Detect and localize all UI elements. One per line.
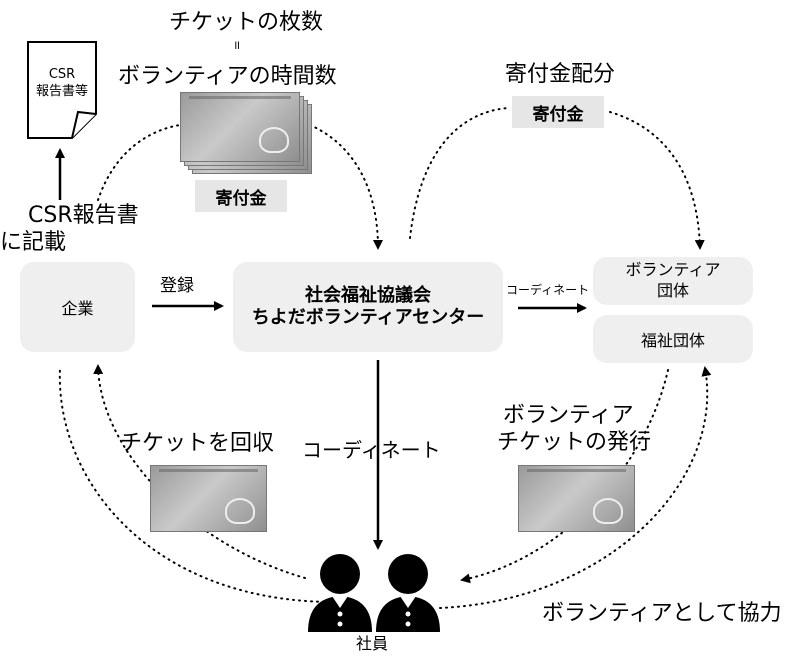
csr-caption-line1: CSR報告書 bbox=[28, 203, 139, 228]
volunteer-center-box: 社会福祉協議会 ちよだボランティアセンター bbox=[233, 262, 503, 352]
cooperate-label: ボランティアとして協力 bbox=[542, 601, 782, 626]
collected-ticket-image bbox=[150, 465, 267, 532]
coordinate-small-label: コーディネート bbox=[506, 283, 590, 297]
volunteer-group-box: ボランティア 団体 bbox=[593, 257, 753, 305]
donation-distribution-label: 寄付金配分 bbox=[505, 62, 616, 87]
dotted-center-to-donation bbox=[409, 107, 509, 239]
coordinate-label: コーディネート bbox=[302, 438, 441, 462]
dotted-employees-to-company-outer bbox=[58, 367, 331, 603]
donation-tag-left: 寄付金 bbox=[195, 180, 287, 212]
donation-tag-right: 寄付金 bbox=[512, 96, 604, 128]
equals-sign: ॥ bbox=[233, 38, 241, 52]
collect-ticket-label: チケットを回収 bbox=[120, 431, 275, 456]
issue-ticket-line1: ボランティア bbox=[503, 403, 634, 428]
register-label: 登録 bbox=[160, 276, 194, 296]
volunteer-hours-label: ボランティアの時間数 bbox=[118, 64, 337, 89]
welfare-group-box: 福祉団体 bbox=[593, 315, 753, 363]
csr-caption-line2: に記載 bbox=[0, 230, 67, 255]
issue-ticket-line2: チケットの発行 bbox=[497, 430, 652, 455]
center-line2: ちよだボランティアセンター bbox=[251, 307, 485, 328]
employees-label: 社員 bbox=[356, 634, 389, 653]
dotted-csr-to-tickets bbox=[97, 124, 181, 201]
employees-icon bbox=[308, 554, 440, 632]
document-icon bbox=[27, 41, 97, 139]
ticket-count-label: チケットの枚数 bbox=[169, 10, 324, 35]
company-box: 企業 bbox=[20, 262, 135, 352]
volunteer-group-line2: 団体 bbox=[656, 281, 689, 300]
center-line1: 社会福祉協議会 bbox=[305, 284, 431, 306]
dotted-tickets-to-center bbox=[309, 124, 383, 250]
issued-ticket-image bbox=[518, 465, 635, 532]
dotted-employees-to-groups bbox=[439, 366, 712, 609]
dotted-donation-to-groups bbox=[609, 111, 705, 250]
csr-doc-line2: 報告書等 bbox=[35, 84, 88, 99]
volunteer-group-line1: ボランティア bbox=[625, 260, 721, 280]
csr-doc-line1: CSR bbox=[48, 67, 76, 82]
